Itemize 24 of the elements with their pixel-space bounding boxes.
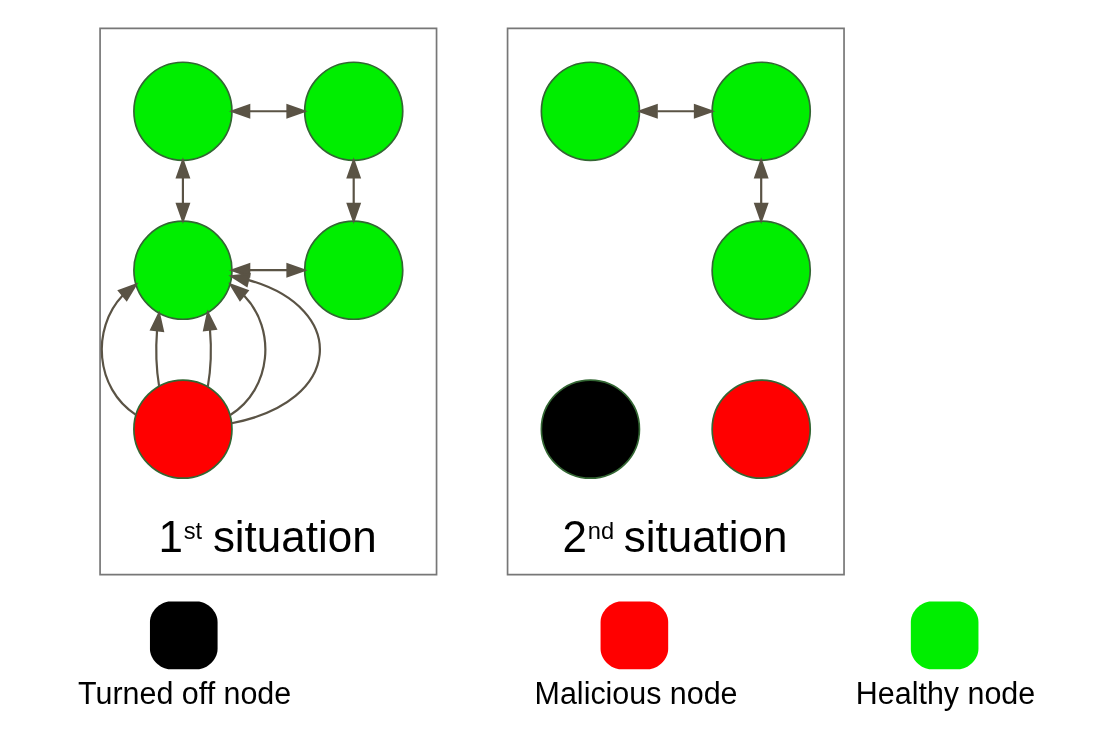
legend-label: Malicious node — [534, 675, 738, 710]
arrow — [100, 282, 138, 416]
arrow — [228, 103, 308, 119]
node-circle — [303, 220, 404, 321]
arrow — [202, 309, 218, 388]
cluster: 2$^{nd}$ situation — [506, 27, 845, 576]
arrow — [227, 282, 266, 416]
node-circle — [710, 379, 811, 480]
legend-label: Turned off node — [77, 675, 291, 710]
node-circle — [132, 220, 233, 321]
legend-label: Healthy node — [855, 675, 1035, 710]
arrow — [345, 157, 361, 225]
node-circle — [710, 220, 811, 321]
arrow — [174, 157, 190, 225]
arrow — [227, 272, 321, 425]
node-circle — [710, 61, 811, 162]
node-circle — [132, 379, 233, 480]
node-circle — [132, 61, 233, 162]
arrow — [635, 103, 715, 119]
node-circle — [540, 61, 640, 162]
arrow — [149, 310, 164, 387]
node-circle — [540, 379, 640, 480]
node-circle — [303, 61, 404, 162]
arrow — [753, 157, 769, 225]
